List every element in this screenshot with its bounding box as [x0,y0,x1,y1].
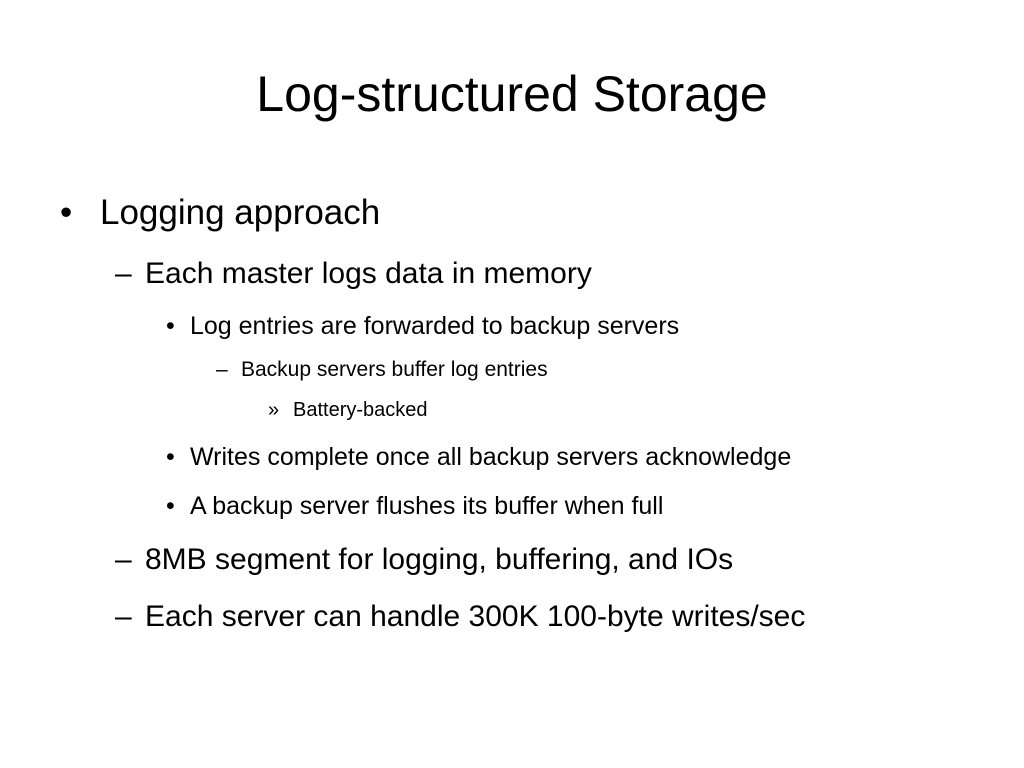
bullet-text: Backup servers buffer log entries [241,358,548,381]
bullet-text: Each server can handle 300K 100-byte wri… [145,600,806,633]
bullet-text: 8MB segment for logging, buffering, and … [145,543,734,576]
bullet-marker: • [60,193,73,232]
bullet-marker: • [166,443,175,471]
bullet-marker: – [115,257,132,290]
bullet-text: Battery-backed [293,399,428,421]
bullet-marker: – [115,600,132,633]
bullet-text: Logging approach [100,193,381,232]
bullet-marker: • [166,492,175,520]
bullet-text: A backup server flushes its buffer when … [190,492,664,520]
bullet-marker: – [216,358,228,381]
bullet-text: Each master logs data in memory [145,257,592,290]
bullet-text: Log entries are forwarded to backup serv… [190,312,680,340]
slide-title: Log-structured Storage [256,66,768,122]
bullet-marker: • [166,312,175,340]
bullet-text: Writes complete once all backup servers … [190,443,792,471]
bullet-marker: – [115,543,132,576]
bullet-marker: » [268,399,280,421]
